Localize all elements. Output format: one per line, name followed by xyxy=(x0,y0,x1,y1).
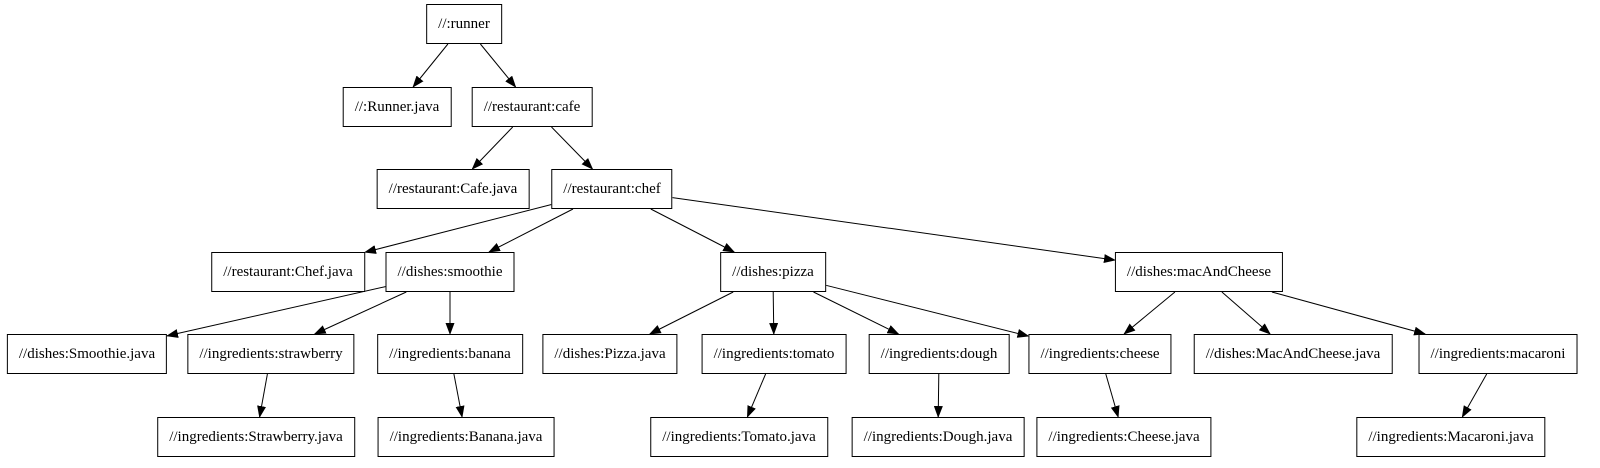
graph-node-runner: //:runner xyxy=(426,4,502,44)
graph-node-strawberry-java: //ingredients:Strawberry.java xyxy=(157,417,355,457)
graph-node-runner-java: //:Runner.java xyxy=(342,87,452,127)
graph-node-chef-java: //restaurant:Chef.java xyxy=(211,252,365,292)
graph-node-pizza: //dishes:pizza xyxy=(720,252,826,292)
edge-smoothie-to-smoothie-java xyxy=(166,286,386,338)
graph-node-chef: //restaurant:chef xyxy=(551,169,673,209)
graph-node-cheese-java: //ingredients:Cheese.java xyxy=(1036,417,1212,457)
graph-node-cafe: //restaurant:cafe xyxy=(471,87,593,127)
edge-dough-to-dough-java xyxy=(933,373,943,418)
edge-runner-to-runner-java xyxy=(412,43,449,88)
graph-node-smoothie-java: //dishes:Smoothie.java xyxy=(6,334,168,374)
graph-node-strawberry: //ingredients:strawberry xyxy=(187,334,355,374)
graph-node-banana-java: //ingredients:Banana.java xyxy=(377,417,555,457)
graph-node-pizza-java: //dishes:Pizza.java xyxy=(542,334,678,374)
edge-cheese-to-cheese-java xyxy=(1105,373,1120,418)
edge-pizza-to-tomato xyxy=(769,291,779,335)
graph-node-dough: //ingredients:dough xyxy=(868,334,1010,374)
edge-chef-to-chef-java xyxy=(364,204,552,254)
edge-mac-and-cheese-to-macaroni xyxy=(1271,291,1427,336)
edge-chef-to-pizza xyxy=(650,208,736,253)
graph-node-cheese: //ingredients:cheese xyxy=(1028,334,1172,374)
graph-node-dough-java: //ingredients:Dough.java xyxy=(851,417,1025,457)
edge-strawberry-to-strawberry-java xyxy=(257,373,268,418)
edge-runner-to-cafe xyxy=(480,43,517,88)
graph-node-cafe-java: //restaurant:Cafe.java xyxy=(376,169,530,209)
edge-smoothie-to-strawberry xyxy=(313,291,407,335)
graph-node-tomato: //ingredients:tomato xyxy=(701,334,847,374)
graph-node-macaroni-java: //ingredients:Macaroni.java xyxy=(1356,417,1546,457)
graph-node-macaroni: //ingredients:macaroni xyxy=(1418,334,1578,374)
edge-tomato-to-tomato-java xyxy=(746,373,767,418)
edge-chef-to-mac-and-cheese xyxy=(672,197,1116,264)
edge-macaroni-to-macaroni-java xyxy=(1461,373,1488,418)
edge-pizza-to-dough xyxy=(813,291,900,335)
graph-node-banana: //ingredients:banana xyxy=(377,334,523,374)
edge-banana-to-banana-java xyxy=(453,373,465,418)
edge-cafe-to-chef xyxy=(551,126,594,170)
edge-cafe-to-cafe-java xyxy=(471,126,514,170)
edge-mac-and-cheese-to-mac-and-cheese-java xyxy=(1221,291,1271,335)
edge-chef-to-smoothie xyxy=(488,208,574,253)
graph-node-tomato-java: //ingredients:Tomato.java xyxy=(650,417,828,457)
graph-node-mac-and-cheese: //dishes:macAndCheese xyxy=(1114,252,1284,292)
graph-node-smoothie: //dishes:smoothie xyxy=(385,252,515,292)
graph-node-mac-and-cheese-java: //dishes:MacAndCheese.java xyxy=(1193,334,1393,374)
edge-pizza-to-pizza-java xyxy=(648,291,734,335)
edge-pizza-to-cheese xyxy=(825,284,1030,338)
edge-mac-and-cheese-to-cheese xyxy=(1123,291,1176,335)
